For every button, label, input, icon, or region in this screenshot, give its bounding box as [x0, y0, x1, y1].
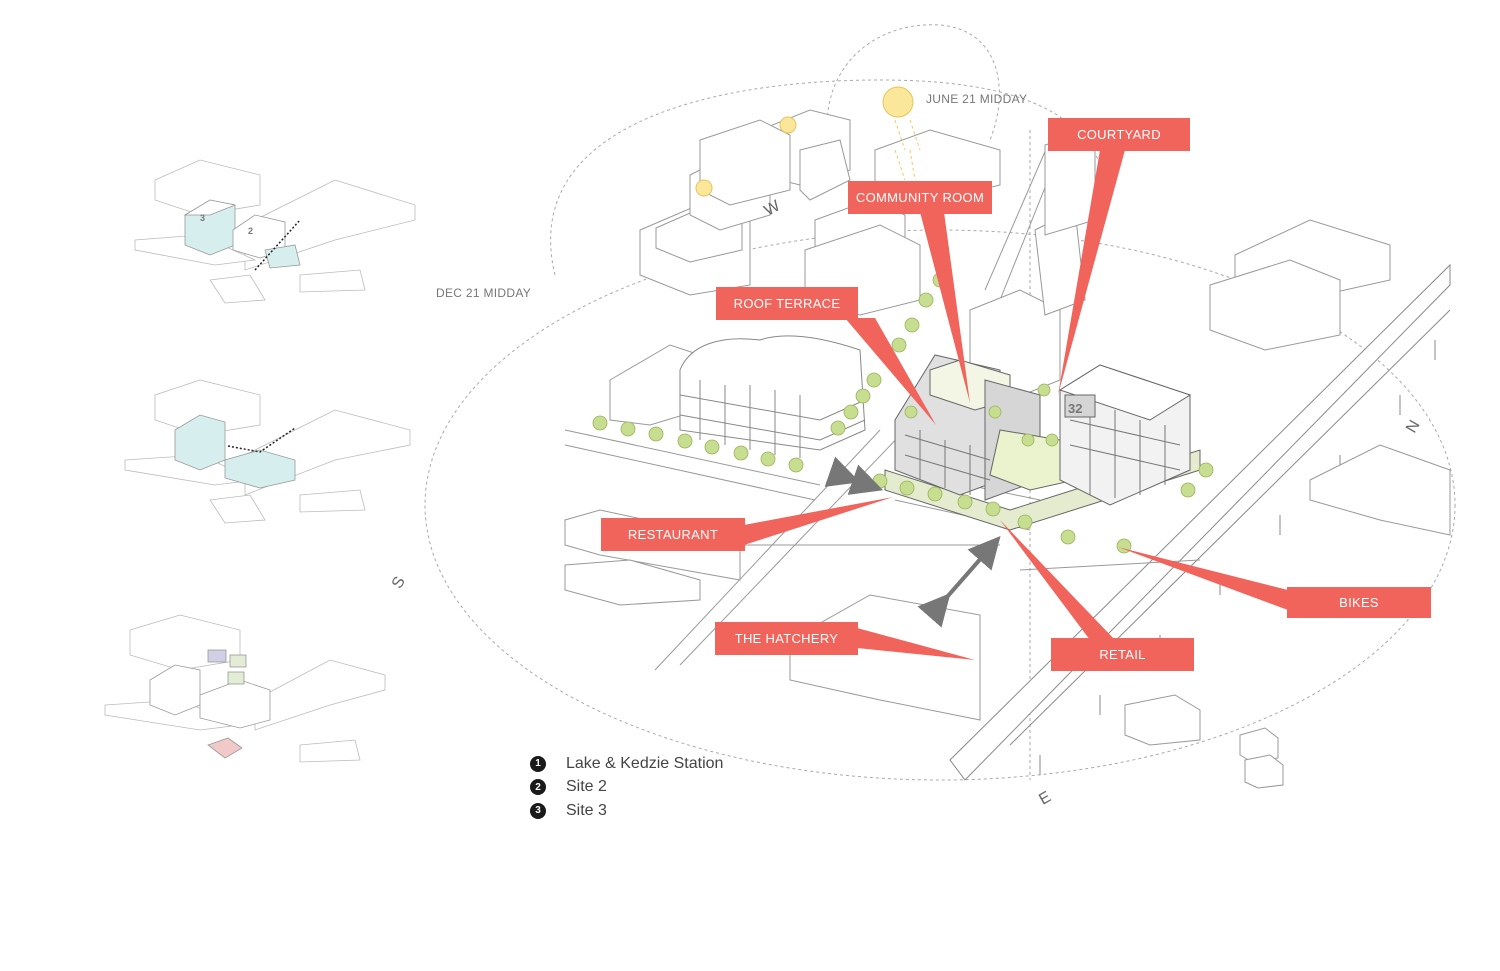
building-number-site3: 3	[200, 213, 206, 223]
callout-the-hatchery: THE HATCHERY	[715, 622, 858, 655]
callout-restaurant: RESTAURANT	[601, 518, 745, 551]
legend-text: Site 3	[566, 801, 607, 819]
trees	[592, 272, 1214, 554]
site-legend: 1 Lake & Kedzie Station 2 Site 2 3 Site …	[530, 752, 723, 823]
callout-courtyard: COURTYARD	[1048, 118, 1190, 151]
diagram-3	[104, 614, 386, 763]
june-sun-label: JUNE 21 MIDDAY	[926, 92, 1028, 106]
sun-icon-small	[695, 179, 713, 197]
legend-item: 3 Site 3	[530, 799, 723, 823]
sun-icons	[695, 86, 914, 197]
june-arc	[826, 24, 1000, 181]
callout-bikes: BIKES	[1287, 587, 1431, 618]
building-number-site2: 2	[248, 226, 254, 236]
sun-icon-small	[779, 116, 797, 134]
access-arrows	[824, 456, 1001, 628]
legend-text: Lake & Kedzie Station	[566, 754, 724, 772]
diagram-2	[124, 379, 411, 524]
legend-item: 2 Site 2	[530, 776, 723, 800]
callout-pointers	[744, 150, 1288, 660]
dec-sun-label: DEC 21 MIDDAY	[436, 286, 532, 300]
callout-roof-terrace: ROOF TERRACE	[716, 287, 858, 320]
legend-number: 1	[530, 755, 546, 772]
june-sun-icon	[882, 86, 914, 118]
west-residential-building	[679, 335, 866, 458]
diagram-1	[134, 159, 416, 304]
callout-retail: RETAIL	[1051, 638, 1194, 671]
main-development	[884, 354, 1201, 531]
legend-number: 3	[530, 802, 546, 819]
legend-number: 2	[530, 779, 546, 796]
building-number-main: 32	[1068, 401, 1083, 416]
legend-item: 1 Lake & Kedzie Station	[530, 752, 723, 776]
callout-community-room: COMMUNITY ROOM	[848, 181, 992, 214]
legend-text: Site 2	[566, 778, 607, 796]
